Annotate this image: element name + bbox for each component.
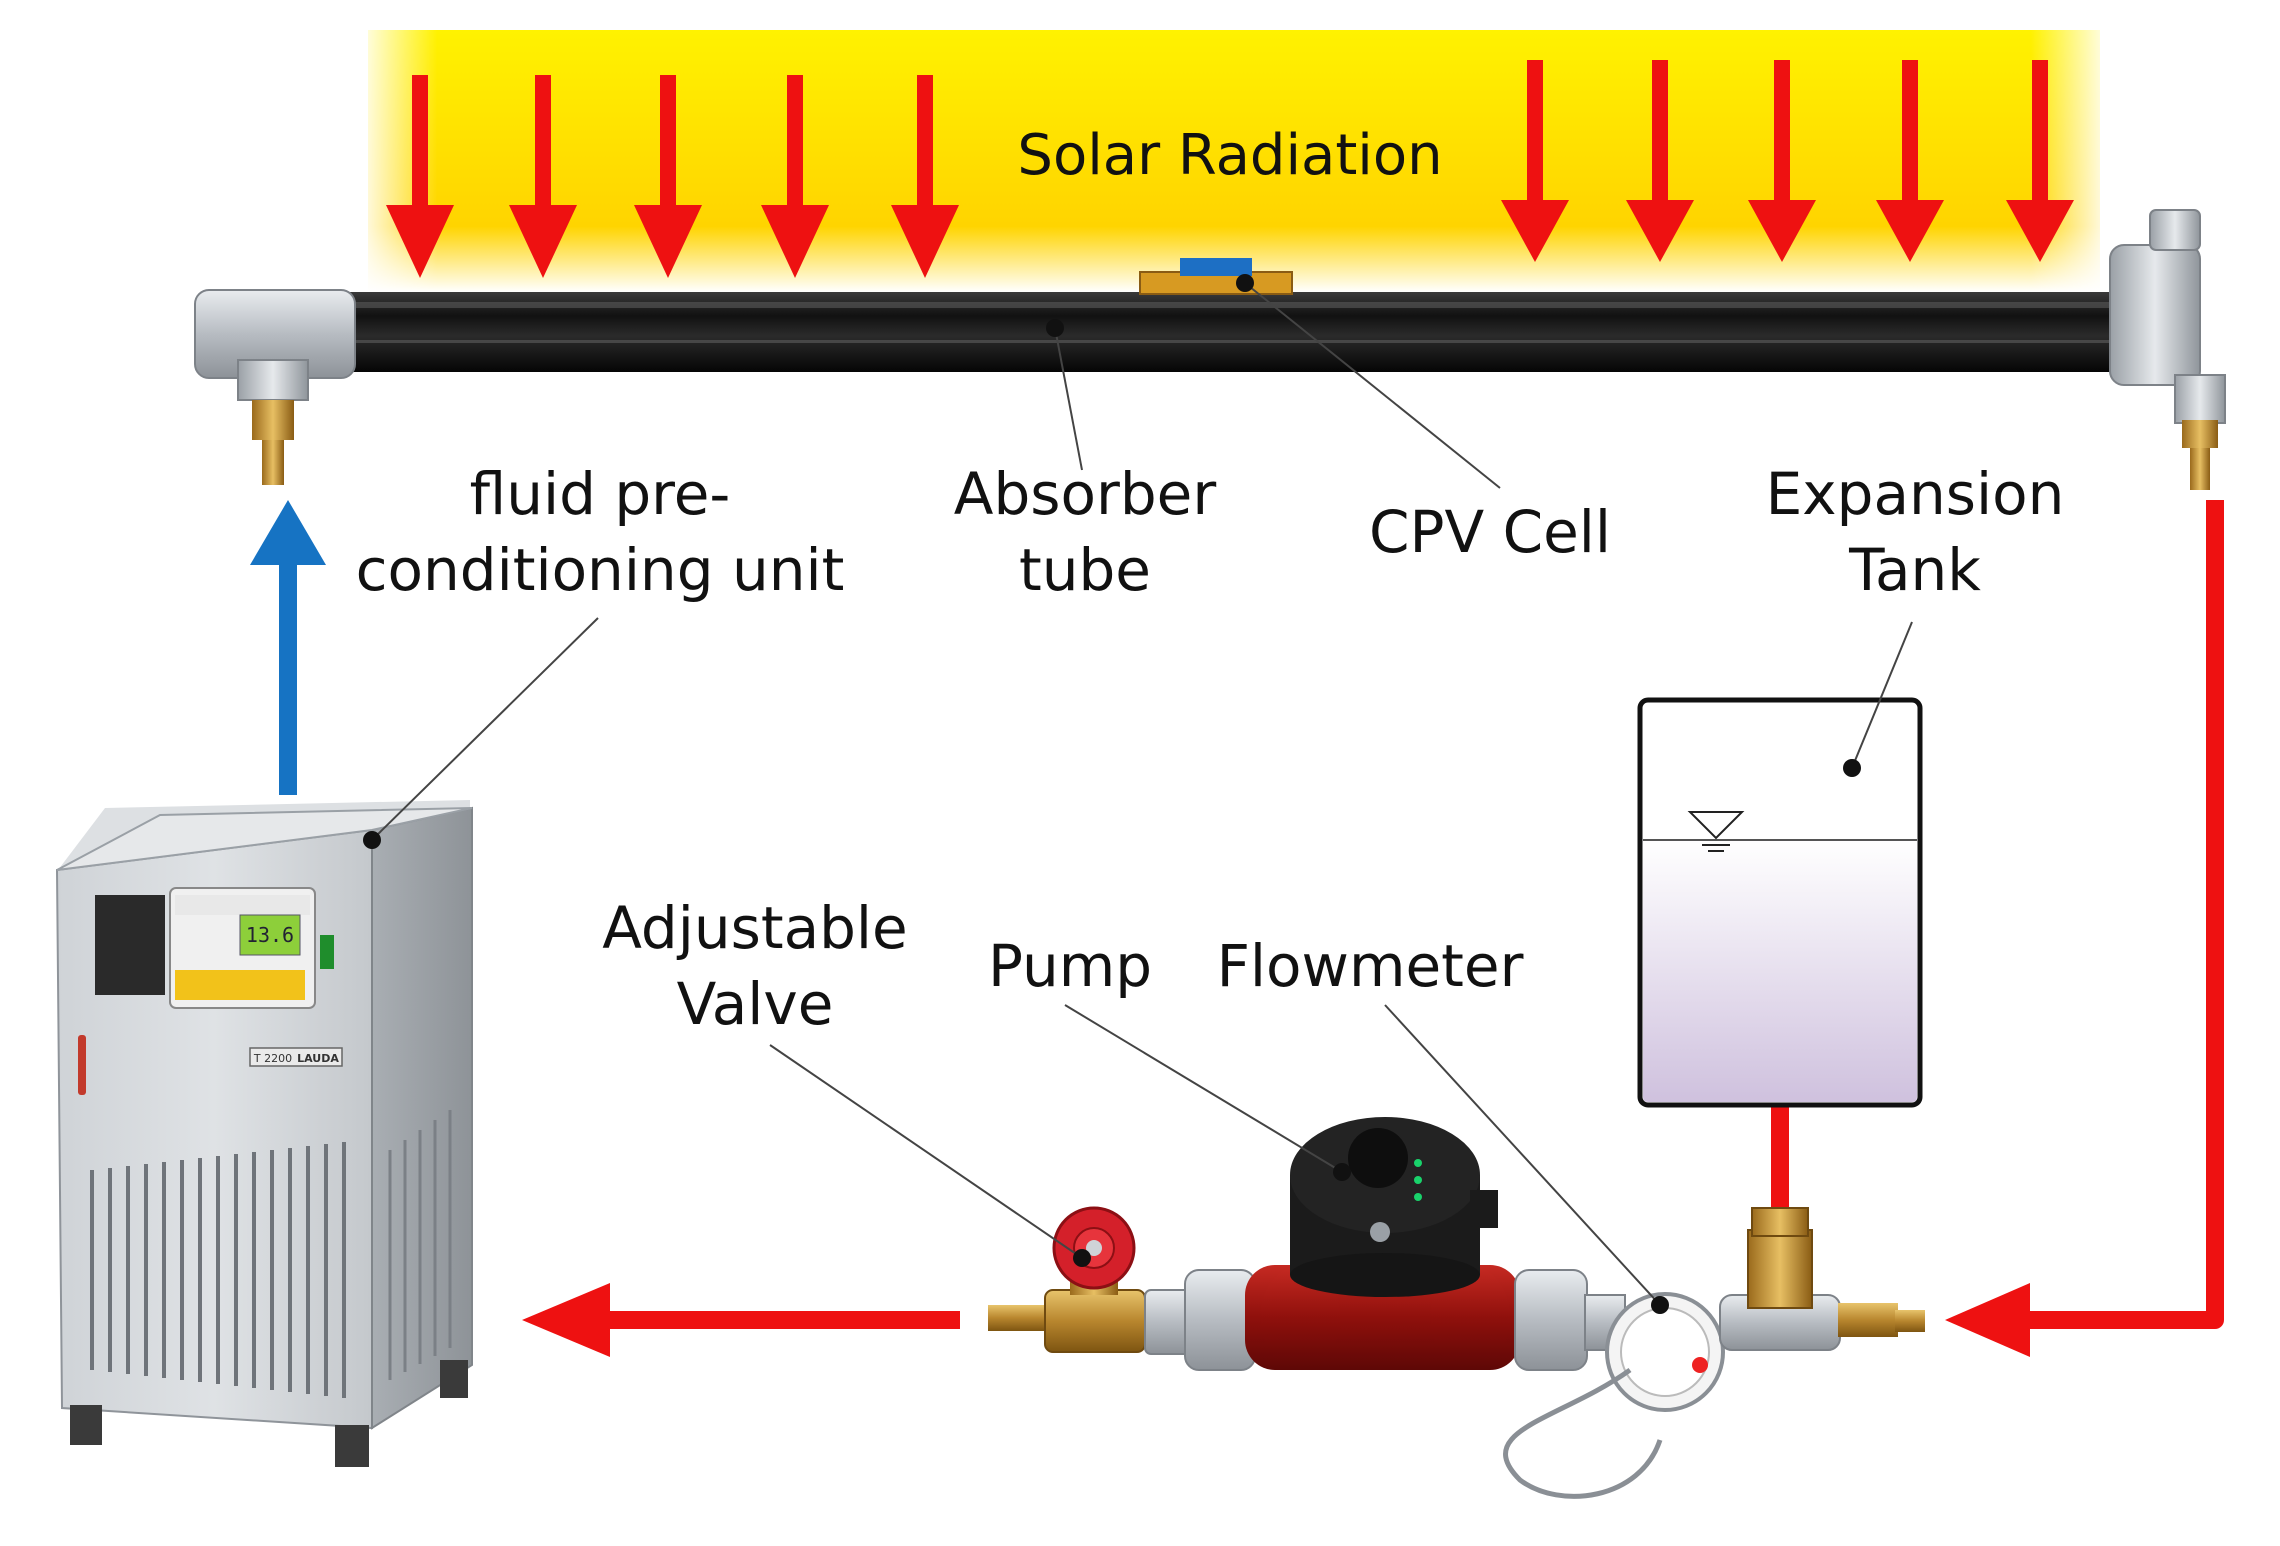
flowmeter-label: Flowmeter bbox=[1200, 928, 1540, 1004]
absorber-line1: Absorber bbox=[953, 460, 1217, 528]
cpv-cell-text: CPV Cell bbox=[1369, 498, 1611, 566]
valve-line2: Valve bbox=[676, 970, 834, 1038]
chiller-model-label: T 2200 bbox=[253, 1052, 292, 1065]
tank-line1: Expansion bbox=[1765, 460, 2065, 528]
water-level-triangle-icon bbox=[1687, 811, 1745, 852]
left-tee-fitting bbox=[194, 289, 356, 485]
absorber-line2: tube bbox=[1018, 536, 1151, 604]
tank-line2: Tank bbox=[1849, 536, 1981, 604]
fluid-unit-label: fluid pre- conditioning unit bbox=[340, 456, 860, 608]
return-riser-line bbox=[2020, 500, 2224, 1329]
chiller-unit: 13.6 T 2200 LAUDA bbox=[55, 800, 473, 1467]
solar-radiation-label: Solar Radiation bbox=[980, 118, 1480, 194]
return-to-chiller-arrow bbox=[522, 1283, 960, 1357]
fluid-unit-line1: fluid pre- bbox=[469, 460, 731, 528]
pump-label: Pump bbox=[960, 928, 1180, 1004]
valve-line1: Adjustable bbox=[602, 894, 908, 962]
chiller-grille bbox=[90, 1142, 346, 1398]
solar-radiation-text: Solar Radiation bbox=[1017, 123, 1443, 188]
adjustable-valve-label: Adjustable Valve bbox=[585, 890, 925, 1042]
pump-motor-head bbox=[1290, 1117, 1498, 1297]
right-tee-fitting bbox=[2109, 209, 2226, 490]
chiller-brand-label: LAUDA bbox=[297, 1052, 339, 1065]
leader-dots bbox=[363, 274, 1861, 1314]
pump-text: Pump bbox=[987, 932, 1153, 1000]
supply-flow-arrow bbox=[250, 500, 326, 795]
expansion-tank-label: Expansion Tank bbox=[1735, 456, 2095, 608]
cpv-cell bbox=[1139, 258, 1293, 295]
arrow-left-icon bbox=[1945, 1283, 2030, 1357]
fluid-unit-line2: conditioning unit bbox=[355, 536, 845, 604]
absorber-tube bbox=[340, 292, 2130, 372]
arrow-down-icon bbox=[386, 60, 2074, 278]
expansion-tank bbox=[1637, 697, 1923, 1108]
flowmeter-text: Flowmeter bbox=[1216, 932, 1524, 1000]
cpv-cell-label: CPV Cell bbox=[1360, 494, 1620, 570]
absorber-tube-label: Absorber tube bbox=[925, 456, 1245, 608]
chiller-display: 13.6 bbox=[246, 923, 294, 947]
leader-lines bbox=[371, 282, 1913, 1306]
pipe-assembly bbox=[988, 1207, 1925, 1499]
